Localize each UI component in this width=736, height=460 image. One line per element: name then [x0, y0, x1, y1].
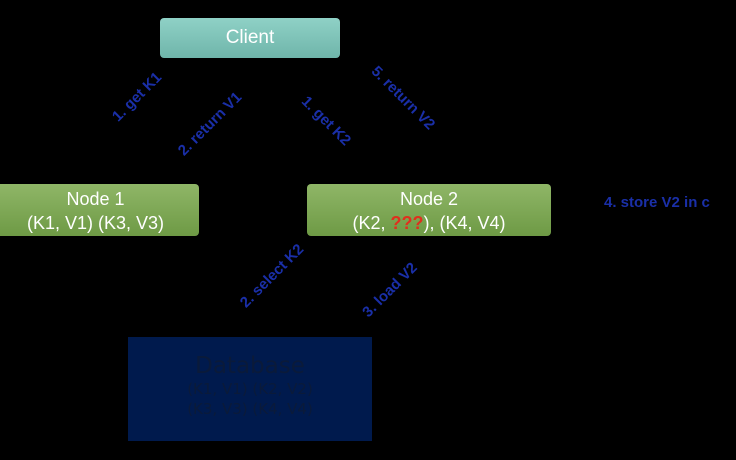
node-2-entry-prefix: (K2,: [352, 213, 391, 233]
database-row-1: (K1, V1) (K2, V2): [187, 380, 313, 398]
database-title: Database: [195, 353, 305, 379]
node-2-title: Node 2: [399, 189, 459, 209]
label-get-k1: 1. get K1: [108, 68, 166, 126]
database-row-2: (K3, V3) (K4, V4): [187, 400, 313, 418]
node-2-box: Node 2 (K2, ???), (K4, V4): [307, 184, 551, 236]
label-return-v2: 5. return V2: [367, 62, 439, 134]
label-store-v2: 4. store V2 in c: [604, 194, 710, 211]
node-2-entry-suffix: ), (K4, V4): [423, 213, 506, 233]
label-get-k2: 1. get K2: [297, 92, 355, 150]
label-load-v2: 3. load V2: [359, 259, 421, 321]
node-2-entries: (K2, ???), (K4, V4): [307, 211, 551, 235]
client-box: Client: [160, 18, 340, 58]
node-2-unknown-value: ???: [390, 213, 424, 233]
label-select-k2: 2. select K2: [236, 240, 308, 312]
node-1-box: Node 1 (K1, V1) (K3, V3): [0, 184, 199, 236]
node-1-title: Node 1: [66, 189, 125, 209]
client-label: Client: [225, 27, 275, 48]
label-return-v1: 2. return V1: [174, 88, 246, 160]
node-1-entries: (K1, V1) (K3, V3): [26, 213, 165, 233]
database-box: Database (K1, V1) (K2, V2) (K3, V3) (K4,…: [128, 337, 372, 441]
